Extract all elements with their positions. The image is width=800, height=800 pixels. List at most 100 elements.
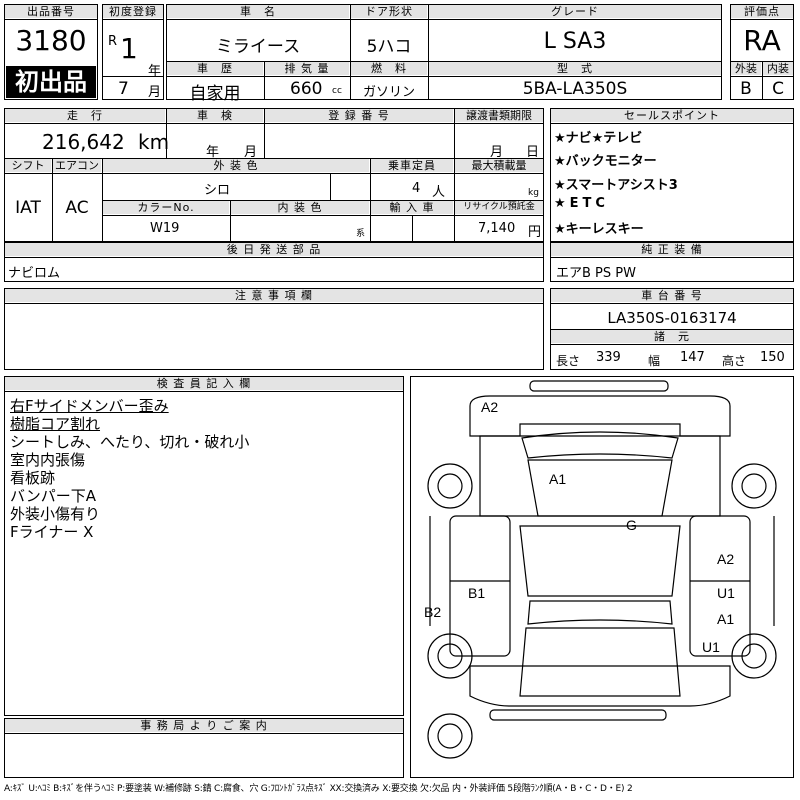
registration-month-unit: 月 (148, 85, 162, 100)
color-no-header: カラーNo. (103, 201, 229, 214)
inspector-header: 検 査 員 記 入 欄 (5, 377, 403, 390)
damage-mark-a1-hood: A1 (549, 471, 567, 487)
inspector-line: 看板跡 (10, 469, 56, 487)
details-box (4, 108, 544, 242)
fuel-header: 燃 料 (351, 62, 427, 75)
inspector-line: Fライナー X (10, 523, 94, 541)
mileage-value: 216,642 (42, 130, 125, 154)
capacity-header: 乗車定員 (371, 159, 453, 172)
length-value: 339 (596, 350, 621, 365)
model-header: 型 式 (429, 62, 721, 75)
width-label: 幅 (648, 354, 661, 368)
later-parts-value: ナビロム (8, 266, 61, 281)
inspector-box (4, 376, 404, 716)
grade-value: L SA3 (543, 29, 607, 54)
sales-item: ★スマートアシスト3 (554, 178, 678, 193)
displacement-value: 660 (290, 79, 323, 99)
registration-year-unit: 年 (148, 64, 162, 79)
displacement-header: 排 気 量 (265, 62, 349, 75)
inspector-line: 外装小傷有り (10, 505, 101, 523)
width-value: 147 (680, 350, 705, 365)
height-label: 高さ (722, 354, 747, 368)
registration-month: 7 (118, 79, 129, 99)
model-value: 5BA-LA350S (522, 79, 628, 99)
registration-header: 初度登録 (103, 5, 163, 18)
office-header: 事 務 局 よ り ご 案 内 (5, 719, 403, 732)
shift-value: IAT (15, 198, 41, 218)
lot-number: 3180 (15, 24, 87, 57)
recycle-value: 7,140 (478, 221, 516, 236)
load-header: 最大積載量 (455, 159, 543, 172)
first-listing-badge: 初出品 (6, 66, 96, 98)
door-type: 5ハコ (366, 37, 412, 57)
score-value: RA (743, 24, 781, 57)
history-header: 車 歴 (167, 62, 263, 75)
legend: A:ｷｽﾞ U:ﾍｺﾐ B:ｷｽﾞを伴うﾍｺﾐ P:要塗装 W:補修跡 S:錆 … (4, 784, 633, 794)
damage-mark-b1-left: B1 (468, 585, 486, 601)
inspector-line: シートしみ、へたり、切れ・破れ小 (10, 433, 250, 451)
shift-header: シフト (5, 159, 51, 172)
damage-mark-u1-right: U1 (717, 585, 735, 601)
inspector-line: バンパー下A (10, 487, 97, 505)
damage-mark-b2-left: B2 (424, 604, 442, 620)
sales-item: ★ナビ★テレビ (554, 131, 643, 146)
recycle-header: リサイクル預託金 (455, 201, 543, 214)
history-value: 自家用 (189, 84, 241, 104)
inspector-line: 室内内張傷 (10, 451, 86, 469)
color-no-value: W19 (150, 221, 180, 236)
transfer-month-unit: 月 (490, 145, 504, 160)
interior-grade-header: 内装 (763, 62, 793, 75)
notes-header: 注 意 事 項 欄 (5, 289, 543, 302)
damage-mark-a2-front: A2 (481, 399, 499, 415)
door-header: ドア形状 (351, 5, 427, 18)
sales-header: セールスポイント (551, 109, 793, 122)
capacity-unit: 人 (432, 185, 446, 200)
registration-era: R (108, 34, 118, 49)
length-label: 長さ (556, 354, 581, 368)
transfer-header: 譲渡書類期限 (455, 109, 543, 122)
displacement-unit: cc (332, 86, 342, 96)
damage-mark-a1-right: A1 (717, 611, 735, 627)
chassis-header: 車 台 番 号 (551, 289, 793, 302)
inspection-header: 車 検 (167, 109, 263, 122)
sales-item: ★バックモニター (554, 154, 657, 169)
interior-grade: C (772, 79, 784, 99)
height-value: 150 (760, 350, 785, 365)
load-unit: kg (528, 188, 539, 198)
damage-mark-g-windshield: G (626, 517, 637, 533)
ext-color-value: シロ (203, 183, 230, 198)
grade-header: グレード (429, 5, 721, 18)
inspection-month-unit: 月 (244, 145, 258, 160)
inspection-year-unit: 年 (206, 145, 220, 160)
car-name: ミライース (215, 37, 301, 57)
int-color-header: 内 装 色 (231, 201, 369, 214)
int-color-unit: 系 (356, 229, 366, 239)
damage-mark-a2-right: A2 (717, 551, 735, 567)
ext-color-header: 外 装 色 (103, 159, 369, 172)
sales-item: ★キーレスキー (554, 222, 644, 237)
registration-year: 1 (120, 32, 138, 65)
inspector-line: 右Fサイドメンバー歪み (10, 397, 169, 415)
car-name-header: 車 名 (167, 5, 349, 18)
vehicle-info-box (166, 4, 722, 100)
exterior-grade: B (740, 79, 752, 99)
aircon-header: エアコン (53, 159, 101, 172)
chassis-value: LA350S-0163174 (607, 309, 737, 327)
fuel-value: ガソリン (362, 85, 415, 100)
registration-box (102, 4, 164, 100)
equipment-header: 純 正 装 備 (551, 243, 793, 256)
car-diagram-svg (427, 380, 777, 759)
import-header: 輸 入 車 (371, 201, 453, 214)
sales-box (550, 108, 794, 242)
inspector-line: 樹脂コア割れ (10, 415, 101, 433)
capacity-value: 4 (412, 181, 421, 196)
sales-item: ★ETC (554, 196, 609, 211)
car-diagram (410, 376, 794, 778)
transfer-day-unit: 日 (526, 145, 540, 160)
damage-mark-u1-rear: U1 (702, 639, 720, 655)
exterior-grade-header: 外装 (731, 62, 761, 75)
score-header: 評価点 (731, 5, 793, 18)
mileage-unit: km (138, 130, 170, 154)
dims-header: 諸 元 (551, 330, 793, 343)
lot-header: 出品番号 (5, 5, 97, 18)
